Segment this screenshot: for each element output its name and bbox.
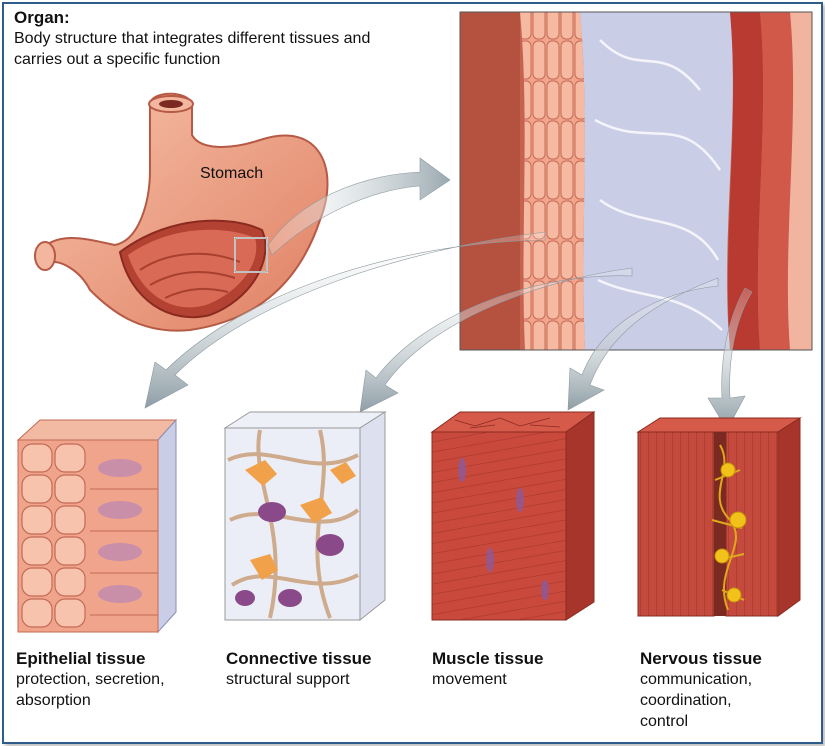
nervous-caption: Nervous tissue communication, coordinati… — [640, 648, 780, 732]
stomach-label: Stomach — [200, 165, 264, 182]
tissue-name: Nervous tissue — [640, 649, 762, 668]
organ-title: Organ: — [14, 8, 70, 27]
organ-description: Body structure that integrates different… — [14, 30, 371, 68]
tissue-name: Connective tissue — [226, 649, 372, 668]
nervous-tissue-block — [636, 417, 802, 617]
tissue-function: protection, secretion, absorption — [16, 671, 165, 709]
epithelial-caption: Epithelial tissue protection, secretion,… — [16, 648, 216, 711]
connective-tissue-block — [223, 411, 387, 622]
tissue-function: communication, coordination, control — [640, 671, 753, 730]
epithelial-tissue-block — [16, 418, 178, 634]
tissue-function: structural support — [226, 671, 350, 688]
magnified-tissue-panel — [459, 11, 813, 351]
connective-caption: Connective tissue structural support — [226, 648, 406, 690]
tissue-name: Epithelial tissue — [16, 649, 146, 668]
organ-heading: Organ: Body structure that integrates di… — [14, 8, 394, 70]
muscle-caption: Muscle tissue movement — [432, 648, 602, 690]
tissue-function: movement — [432, 671, 507, 688]
muscle-tissue-block — [430, 411, 596, 621]
tissue-name: Muscle tissue — [432, 649, 544, 668]
tissue-arrows — [144, 231, 753, 431]
magnify-arrow — [267, 157, 451, 256]
stomach-illustration — [34, 92, 329, 332]
